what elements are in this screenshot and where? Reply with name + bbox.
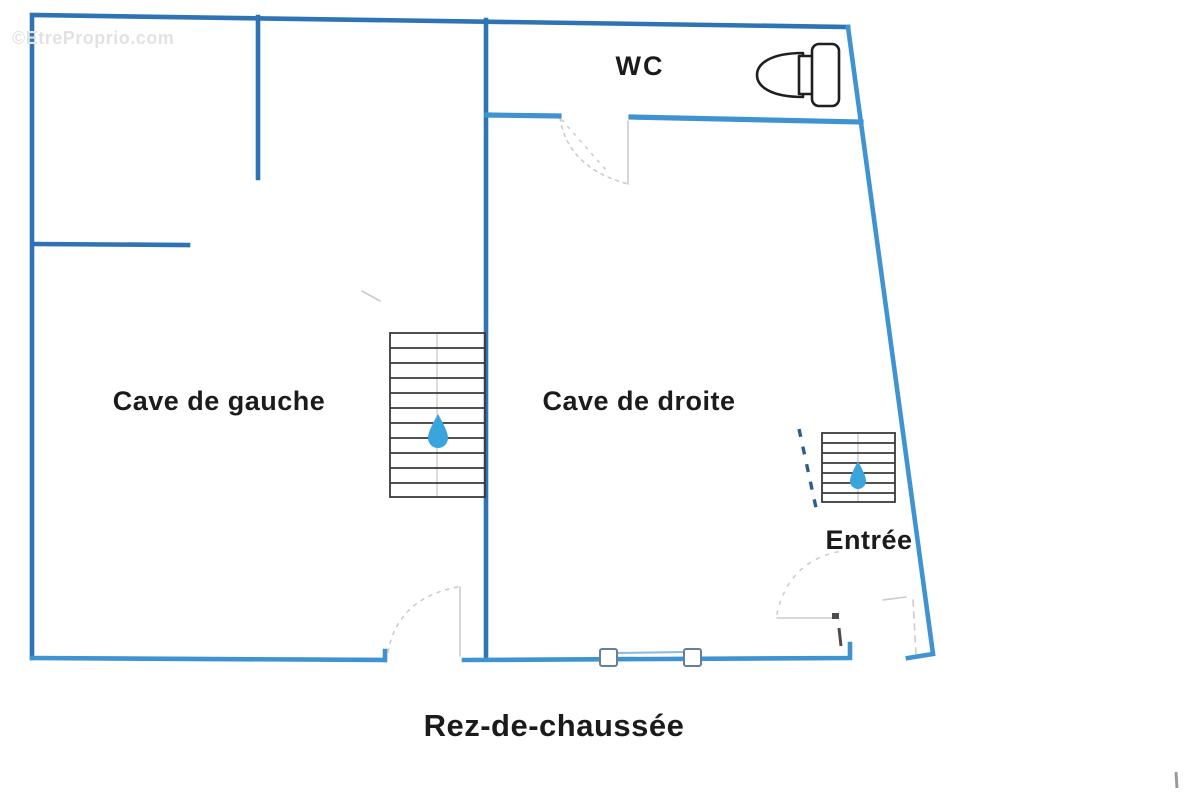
entrance-pencil-line xyxy=(882,596,907,601)
window-box-right xyxy=(683,648,702,667)
scan-artifact xyxy=(1174,771,1179,789)
wc-door-leaf xyxy=(561,119,607,171)
wc-wall-left xyxy=(484,112,562,119)
pencil-marks xyxy=(361,117,917,657)
wc-door-arc xyxy=(559,117,629,185)
partition-wall-horizontal xyxy=(30,241,191,248)
outer-wall-right xyxy=(845,24,936,661)
entrance-stairs xyxy=(821,432,896,503)
entrance-hinge-dot xyxy=(832,613,839,619)
room-label-wc: WC xyxy=(616,51,665,81)
left-door-arc xyxy=(387,586,459,653)
entrance-stairs-outline xyxy=(821,432,896,503)
window-symbol xyxy=(599,648,702,667)
entrance-jamb-dashed xyxy=(912,599,917,655)
up-arrow-icon xyxy=(428,414,448,448)
main-stairs xyxy=(389,332,486,498)
entrance-door-arc xyxy=(776,550,843,615)
light-walls xyxy=(29,24,936,663)
outer-wall-left-top xyxy=(29,12,851,661)
toilet-tank xyxy=(810,42,841,108)
bottom-wall-center xyxy=(461,641,853,663)
bottom-wall-left xyxy=(29,648,388,663)
main-stairs-outline xyxy=(389,332,486,498)
window-upper-line xyxy=(615,651,688,654)
main-walls xyxy=(29,12,851,662)
wc-wall-right xyxy=(628,114,864,125)
pencil-tick xyxy=(361,290,381,302)
room-label-left-cellar: Cave de gauche xyxy=(113,386,326,416)
room-label-right-cellar: Cave de droite xyxy=(542,386,735,416)
toilet-icon xyxy=(755,42,841,108)
window-box-left xyxy=(599,648,618,667)
up-arrow-icon xyxy=(850,461,866,489)
entrance-dark-dash xyxy=(837,627,843,647)
watermark: ©EtreProprio.com xyxy=(12,28,174,48)
plan-title: Rez-de-chaussée xyxy=(424,708,685,743)
dashed-wall-line xyxy=(797,428,820,518)
toilet-bowl xyxy=(755,51,805,99)
room-label-entrance: Entrée xyxy=(825,525,912,555)
